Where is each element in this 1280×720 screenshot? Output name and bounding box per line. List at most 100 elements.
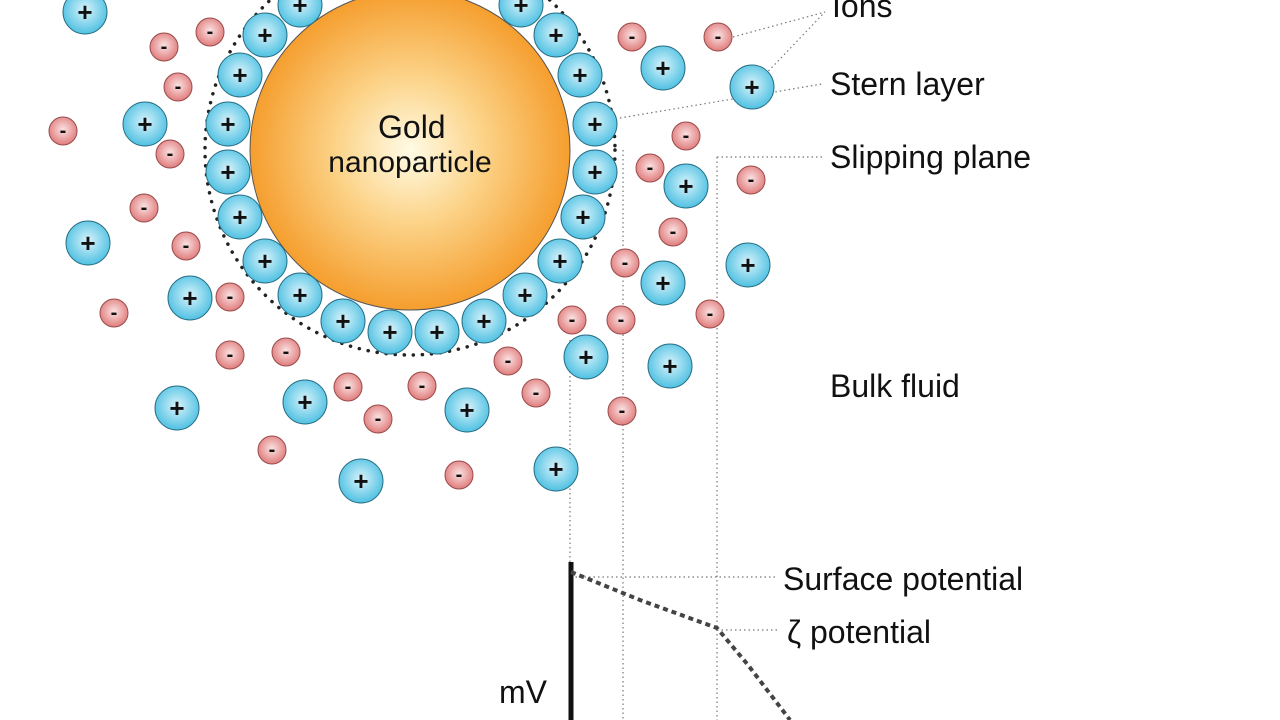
positive-ion: + bbox=[640, 45, 686, 91]
ions-layer: ++++++++++++++++++++++++++++++++++++----… bbox=[48, 0, 775, 504]
positive-ion: + bbox=[205, 149, 251, 195]
negative-ion-body bbox=[215, 282, 245, 312]
positive-ion-symbol: + bbox=[552, 246, 567, 276]
positive-ion: + bbox=[647, 343, 693, 389]
negative-ion-symbol: - bbox=[683, 125, 690, 147]
positive-ion-body bbox=[640, 45, 686, 91]
positive-ion: + bbox=[122, 101, 168, 147]
negative-ion-body bbox=[155, 139, 185, 169]
negative-ion: - bbox=[48, 116, 78, 146]
positive-ion: + bbox=[242, 12, 288, 58]
positive-ion-symbol: + bbox=[513, 0, 528, 20]
positive-ion-symbol: + bbox=[429, 317, 444, 347]
positive-ion: + bbox=[217, 52, 263, 98]
negative-ion-symbol: - bbox=[183, 235, 190, 257]
positive-ion-body bbox=[167, 275, 213, 321]
surface-potential-label: Surface potential bbox=[783, 561, 1024, 597]
positive-ion-symbol: + bbox=[220, 157, 235, 187]
positive-ion-symbol: + bbox=[476, 306, 491, 336]
negative-ion-symbol: - bbox=[167, 143, 174, 165]
negative-ion-symbol: - bbox=[618, 309, 625, 331]
negative-ion-symbol: - bbox=[141, 197, 148, 219]
negative-ion: - bbox=[736, 165, 766, 195]
positive-ion: + bbox=[663, 163, 709, 209]
positive-ion-body bbox=[729, 64, 775, 110]
positive-ion: + bbox=[444, 387, 490, 433]
positive-ion: + bbox=[557, 52, 603, 98]
negative-ion-body bbox=[129, 193, 159, 223]
negative-ion: - bbox=[333, 372, 363, 402]
positive-ion: + bbox=[498, 0, 544, 28]
positive-ion-symbol: + bbox=[587, 157, 602, 187]
positive-ion: + bbox=[640, 260, 686, 306]
positive-ion-symbol: + bbox=[137, 109, 152, 139]
negative-ion-body bbox=[703, 22, 733, 52]
positive-ion: + bbox=[167, 275, 213, 321]
negative-ion-body bbox=[635, 153, 665, 183]
negative-ion: - bbox=[163, 72, 193, 102]
positive-ion-body bbox=[563, 334, 609, 380]
positive-ion-body bbox=[533, 446, 579, 492]
positive-ion: + bbox=[729, 64, 775, 110]
negative-ion: - bbox=[521, 378, 551, 408]
negative-ion: - bbox=[617, 22, 647, 52]
negative-ion-symbol: - bbox=[269, 439, 276, 461]
negative-ion-symbol: - bbox=[161, 36, 168, 58]
negative-ion-symbol: - bbox=[283, 341, 290, 363]
positive-ion-symbol: + bbox=[548, 454, 563, 484]
negative-ion-body bbox=[671, 121, 701, 151]
positive-ion-symbol: + bbox=[740, 250, 755, 280]
negative-ion: - bbox=[363, 404, 393, 434]
negative-ion: - bbox=[444, 460, 474, 490]
positive-ion: + bbox=[414, 309, 460, 355]
negative-ion: - bbox=[703, 22, 733, 52]
negative-ion: - bbox=[149, 32, 179, 62]
negative-ion-body bbox=[493, 346, 523, 376]
positive-ion-body bbox=[725, 242, 771, 288]
positive-ion-symbol: + bbox=[220, 109, 235, 139]
positive-ion-body bbox=[320, 298, 366, 344]
positive-ion-symbol: + bbox=[662, 351, 677, 381]
positive-ion-body bbox=[277, 272, 323, 318]
positive-ion: + bbox=[502, 272, 548, 318]
positive-ion-symbol: + bbox=[578, 342, 593, 372]
positive-ion-symbol: + bbox=[572, 60, 587, 90]
positive-ion-symbol: + bbox=[232, 202, 247, 232]
positive-ion-symbol: + bbox=[517, 280, 532, 310]
positive-ion: + bbox=[533, 12, 579, 58]
positive-ion-body bbox=[338, 458, 384, 504]
positive-ion-body bbox=[537, 238, 583, 284]
positive-ion-symbol: + bbox=[459, 395, 474, 425]
positive-ion-symbol: + bbox=[655, 268, 670, 298]
negative-ion-symbol: - bbox=[569, 309, 576, 331]
positive-ion: + bbox=[205, 101, 251, 147]
negative-ion-symbol: - bbox=[227, 344, 234, 366]
positive-ion-symbol: + bbox=[548, 20, 563, 50]
negative-ion: - bbox=[195, 17, 225, 47]
positive-ion-symbol: + bbox=[232, 60, 247, 90]
positive-ion-body bbox=[217, 52, 263, 98]
negative-ion-body bbox=[610, 248, 640, 278]
negative-ion: - bbox=[607, 396, 637, 426]
negative-ion-symbol: - bbox=[227, 286, 234, 308]
positive-ion-symbol: + bbox=[182, 283, 197, 313]
positive-ion: + bbox=[320, 298, 366, 344]
negative-ion-body bbox=[195, 17, 225, 47]
negative-ion-symbol: - bbox=[715, 26, 722, 48]
negative-ion-body bbox=[407, 371, 437, 401]
positive-ion-body bbox=[647, 343, 693, 389]
negative-ion: - bbox=[557, 305, 587, 335]
positive-ion-body bbox=[242, 12, 288, 58]
negative-ion-body bbox=[695, 299, 725, 329]
negative-ion-body bbox=[607, 396, 637, 426]
positive-ion-symbol: + bbox=[292, 0, 307, 20]
positive-ion: + bbox=[282, 379, 328, 425]
positive-ion-body bbox=[205, 101, 251, 147]
negative-ion-symbol: - bbox=[419, 375, 426, 397]
positive-ion-symbol: + bbox=[744, 72, 759, 102]
positive-ion-symbol: + bbox=[169, 393, 184, 423]
positive-ion-body bbox=[444, 387, 490, 433]
negative-ion-body bbox=[215, 340, 245, 370]
positive-ion-body bbox=[502, 272, 548, 318]
axis-unit-label: mV bbox=[499, 674, 547, 710]
